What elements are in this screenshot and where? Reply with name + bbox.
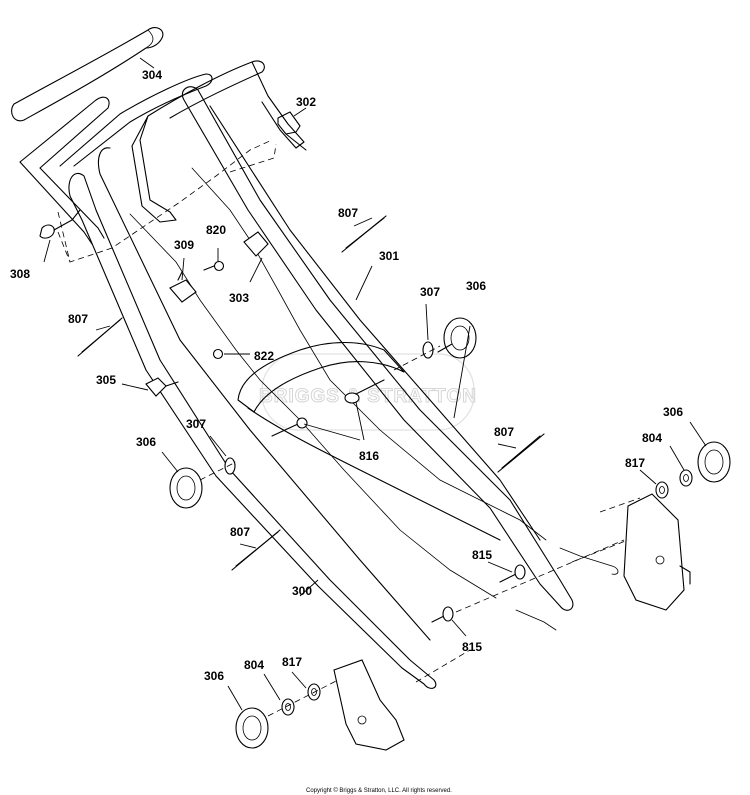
lower-handle-right-301 [181,86,574,611]
lever-308 [39,209,81,239]
nut-822 [212,348,224,360]
washer-804-right [679,469,693,487]
control-cables [129,167,619,631]
bracket-302 [277,111,307,151]
mounting-bracket-bottom [333,659,405,751]
label-306-left: 306 [136,435,156,449]
copyright-notice: Copyright © Briggs & Stratton, LLC. All … [306,787,452,794]
washer-307-left [224,457,236,475]
label-305: 305 [96,373,116,387]
label-807-bottom: 807 [230,525,250,539]
knob-305 [145,377,179,397]
label-303: 303 [229,291,249,305]
knob-306-bottom [235,707,269,749]
knob-306-right [697,441,731,483]
alignment-dashes-308 [57,231,71,263]
label-301: 301 [379,249,399,263]
upper-handle-tube [19,60,305,245]
label-807-left: 807 [68,312,88,326]
label-807-right: 807 [494,425,514,439]
watermark-badge: BRIGGS & STRATTON [259,353,477,431]
bolt-815-upper [499,564,526,583]
mounting-bracket-right [623,493,691,611]
switch-309 [169,271,197,303]
cable-clip-303 [243,231,269,257]
bolt-815-lower [431,606,454,623]
spacer-816 [271,379,385,437]
cable-tie-807-left [77,317,123,357]
label-820: 820 [206,223,226,237]
lower-handle-left-300 [68,147,437,689]
cable-tie-807-bottom [231,529,281,571]
screw-820 [203,260,225,272]
label-815-upper: 815 [472,548,492,562]
knob-306-upper-right [437,317,477,359]
label-815-lower: 815 [462,640,482,654]
label-817-bottom: 817 [282,655,302,669]
label-308: 308 [10,267,30,281]
label-804-right: 804 [642,431,662,445]
label-822: 822 [254,349,274,363]
label-307-left: 307 [186,417,206,431]
knob-306-left [169,467,203,509]
label-816: 816 [359,449,379,463]
label-300: 300 [292,584,312,598]
cable-tie-807-right [497,433,545,473]
crossbar [237,341,501,541]
leader-lines [43,57,707,711]
label-807-top: 807 [338,206,358,220]
label-304: 304 [142,68,162,82]
label-804-bottom: 804 [244,658,264,672]
assembly-dash-lines [199,345,641,717]
label-306-bottom: 306 [204,669,224,683]
label-302: 302 [296,95,316,109]
washer-817-right [655,481,669,499]
label-307-right: 307 [420,285,440,299]
washer-804-bottom [281,698,295,716]
cable-tie-807-top [341,215,387,253]
label-817-right: 817 [625,456,645,470]
label-309: 309 [174,238,194,252]
label-306-right: 306 [663,405,683,419]
handle-grip-304 [11,27,164,122]
label-306-upper: 306 [466,279,486,293]
watermark-text: BRIGGS & STRATTON [259,386,477,407]
